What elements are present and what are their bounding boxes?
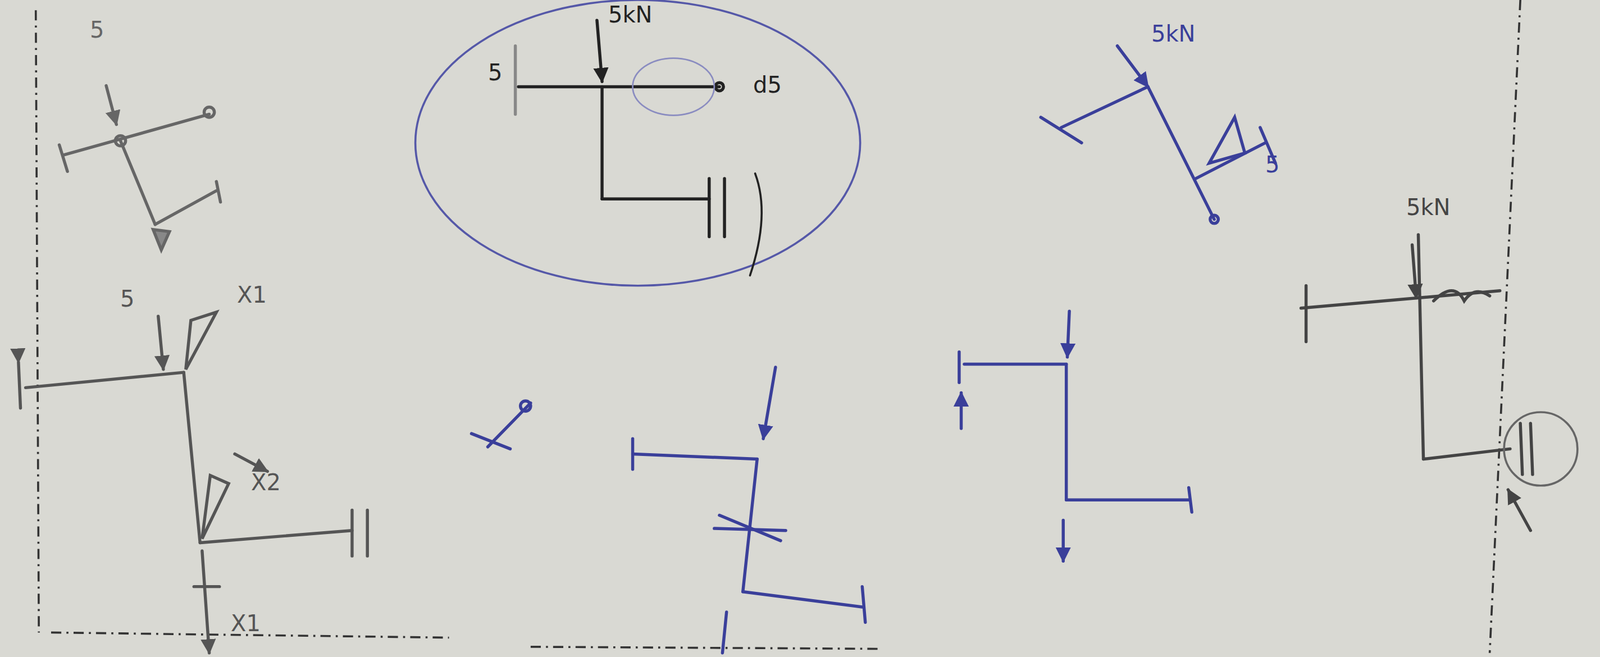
- load-label: X1: [236, 283, 267, 307]
- load-label: 5kN: [608, 3, 653, 26]
- load-label: X2: [251, 471, 281, 494]
- load-label: 5: [488, 61, 503, 84]
- load-label: 5kN: [1151, 22, 1196, 45]
- load-label: 5: [89, 18, 104, 41]
- load-label: 5: [120, 287, 135, 311]
- load-label: X1: [230, 612, 261, 635]
- load-label: 5kN: [1406, 195, 1451, 219]
- load-label: 5: [1265, 153, 1280, 176]
- load-label: d5: [753, 73, 782, 97]
